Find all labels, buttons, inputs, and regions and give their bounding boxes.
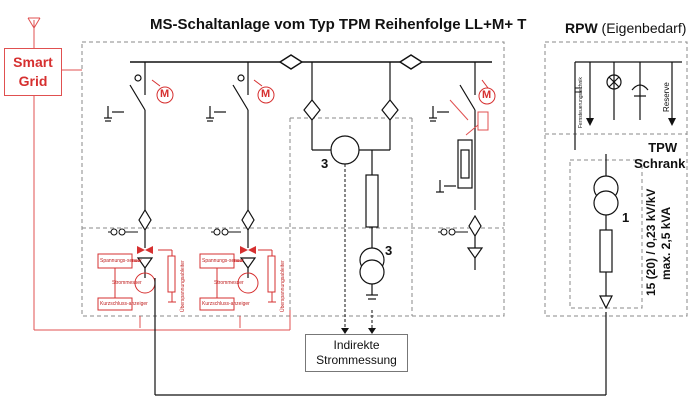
feeder-left — [104, 62, 154, 278]
surge-arrester-label-2: Überspannungsableiter — [280, 260, 286, 312]
indirekte-line2: Strommessung — [316, 353, 397, 367]
indirect-measurement-box: Indirekte Strommessung — [305, 334, 408, 372]
motor-label-1: M — [160, 88, 170, 100]
arrow-head — [368, 328, 376, 334]
reserve-label: Reserve — [662, 82, 671, 112]
smart-grid-line2: Grid — [18, 73, 48, 89]
transformer-feeder — [303, 62, 399, 300]
arrow-head — [341, 328, 349, 334]
ammeter-label-2: Strommesser — [214, 280, 244, 286]
feeder-second — [206, 62, 257, 278]
rpw-title: RPW (Eigenbedarf) — [565, 20, 686, 36]
surge-arrester-label-1: Überspannungsableiter — [180, 260, 186, 312]
feeder-right — [429, 62, 484, 270]
rpw-arrows — [586, 118, 676, 126]
motor-drives — [151, 79, 496, 105]
ammeter-label-1: Strommesser — [112, 280, 142, 286]
earth-symbols — [108, 228, 468, 236]
cable-loop — [154, 154, 619, 396]
callout-3-voltage-transformer: 3 — [385, 243, 393, 258]
callout-3-current-transformer: 3 — [321, 156, 329, 171]
red-arrows — [137, 246, 256, 254]
smart-grid-line1: Smart — [13, 54, 53, 70]
rpw-title-rest: (Eigenbedarf) — [597, 20, 687, 36]
indirekt-arrows — [344, 164, 373, 330]
tpw-title: TPW Schrank — [634, 140, 685, 172]
sensor-group-second — [199, 249, 276, 311]
voltage-rating: 15 (20) / 0,23 kV/kV — [644, 188, 658, 296]
rpw-internals — [574, 61, 682, 150]
main-title-text: MS-Schaltanlage vom Typ TPM Reihenfolge … — [150, 16, 527, 33]
short-circuit-label-2: Kurzschluss-anzeiger — [202, 301, 250, 307]
indirekte-line1: Indirekte — [333, 338, 380, 352]
smart-grid-box: Smart Grid — [4, 48, 62, 96]
power-rating: max. 2,5 kVA — [659, 206, 673, 280]
motor-label-2: M — [261, 88, 271, 100]
voltage-sensor-label-2: Spannungs-sensor — [202, 258, 244, 264]
sensor-group-left — [97, 249, 176, 311]
short-circuit-label-1: Kurzschluss-anzeiger — [100, 301, 148, 307]
busbar — [130, 54, 492, 70]
fernsteuerung-label: Fernsteuerungstechnik — [578, 77, 584, 128]
callout-1-transformer: 1 — [622, 210, 630, 225]
smart-grid-wiring — [27, 17, 291, 331]
switchgear-enclosures — [81, 41, 688, 317]
rpw-ticks — [575, 87, 582, 93]
tpw-line1: TPW — [648, 140, 678, 155]
tpw-line2: Schrank — [634, 156, 686, 171]
motor-label-3: M — [482, 89, 492, 101]
rpw-title-bold: RPW — [565, 20, 598, 36]
voltage-sensor-label-1: Spannungs-sensor — [100, 258, 142, 264]
feeder-right-red — [449, 99, 489, 136]
switchgear-title: MS-Schaltanlage vom Typ TPM Reihenfolge … — [150, 16, 526, 33]
